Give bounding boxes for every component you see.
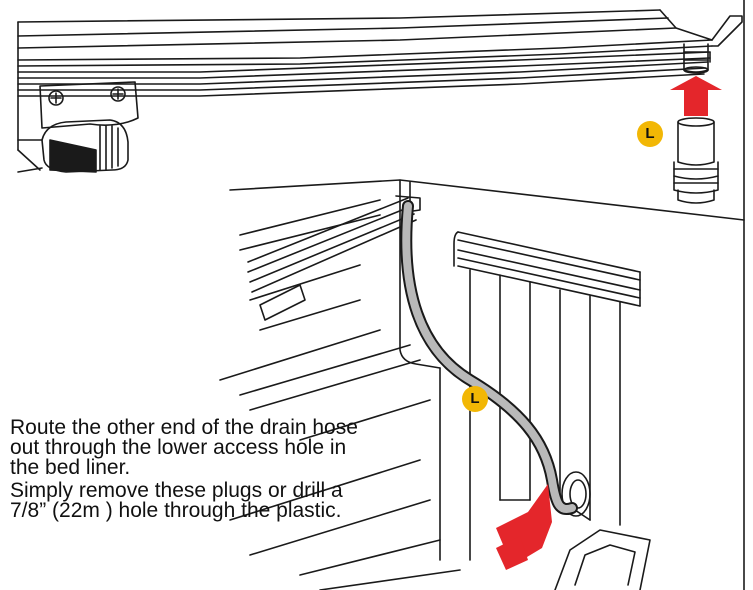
- drain-hose: [400, 200, 578, 515]
- instruction-line-4: Simply remove these plugs or drill a: [10, 479, 343, 502]
- direction-arrow-up: [670, 76, 722, 116]
- instruction-line-2: out through the lower access hole in: [10, 436, 347, 459]
- stake-pocket: [554, 529, 651, 590]
- part-l-badge: L: [637, 121, 663, 147]
- truck-bed: [219, 0, 745, 590]
- bed-rail-channel: [247, 195, 421, 293]
- top-rail: [17, 9, 743, 171]
- part-l-badge-hose: L: [462, 386, 488, 412]
- drain-coupler: [673, 117, 719, 204]
- direction-arrow-diagonal: [496, 484, 552, 570]
- instruction-line-3: the bed liner.: [10, 456, 131, 479]
- bed-side-panel: [453, 231, 641, 561]
- instruction-line-1: Route the other end of the drain hose: [10, 416, 358, 439]
- mounting-bracket: [39, 81, 139, 129]
- drain-spout: [683, 43, 709, 74]
- clamp-knob: [17, 119, 129, 173]
- instruction-line-5: 7/8” (22m ) hole through the plastic.: [10, 499, 342, 522]
